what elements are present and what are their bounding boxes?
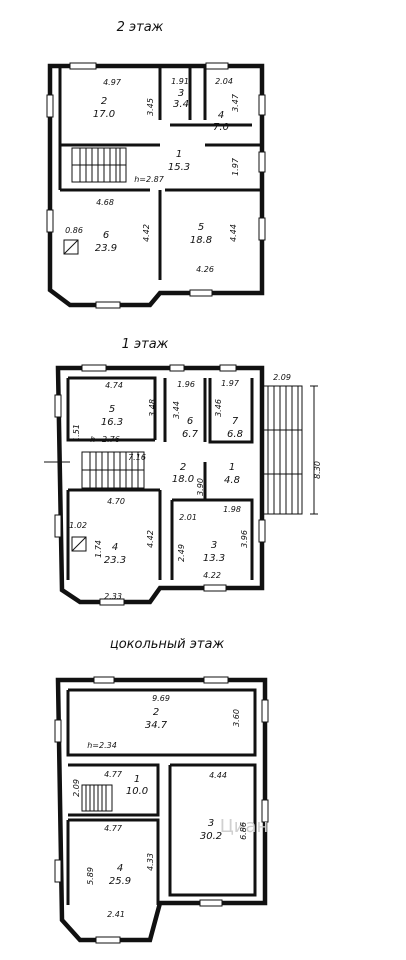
dimension-label: 4.68 [96,198,114,207]
basement-title: цокольный этаж [110,637,225,652]
dimension-label: 4.22 [203,571,221,580]
dimension-label: 1.96 [177,380,195,389]
room-number: 5 [198,222,204,233]
room-area: 6.8 [227,429,243,440]
room-area: 13.3 [203,553,225,564]
dimension-label: 3.60 [232,709,241,727]
dimension-label: 2.09 [72,779,81,797]
room-area: 25.9 [109,876,131,887]
dimension-label: 3.47 [231,93,240,112]
room-number: 4 [117,863,123,874]
room-area: 10.0 [126,786,148,797]
room-area: 7.0 [213,122,229,133]
room-area: 15.3 [168,162,190,173]
room-area: 16.3 [101,417,123,428]
floor1-plan [44,364,318,606]
dimension-label: 3.48 [148,399,157,417]
dimension-label: 1.74 [94,540,103,558]
dimension-label: 0.86 [65,226,83,235]
dimension-label: 1.97 [231,157,240,176]
dimension-label: 4.44 [229,224,238,242]
dimension-label: 2.09 [273,373,291,382]
ceiling-height-label: h=2.34 [87,741,117,750]
floor2-title: 2 этаж [117,20,164,35]
dimension-label: 1.97 [221,379,240,388]
room-area: 3.4 [173,99,189,110]
dimension-label: 2.49 [177,544,186,562]
room-number: 7 [232,416,239,427]
room-area: 17.0 [93,109,115,120]
dimension-label: 1.91 [171,77,189,86]
ceiling-height-label: h=2.76 [90,435,120,444]
room-number: 1 [134,774,140,785]
room-number: 1 [176,149,182,160]
dimension-label: 9.69 [152,694,170,703]
dimension-label: 4.97 [103,78,122,87]
dimension-label: 7.16 [128,453,146,462]
dimension-label: 3.44 [172,401,181,419]
room-number: 2 [101,96,107,107]
dimension-label: 4.33 [146,853,155,871]
dimension-label: 5.89 [86,867,95,885]
room-number: 6 [187,416,193,427]
dimension-label: 1.02 [69,521,87,530]
room-number: 6 [103,230,109,241]
dimension-label: 6.86 [239,822,248,840]
room-number: 3 [178,88,184,99]
room-number: 1 [229,462,235,473]
room-number: 2 [153,707,159,718]
dimension-label: 3.90 [196,478,205,496]
dimension-label: 4.42 [146,530,155,548]
ceiling-height-label: h=2.87 [134,175,164,184]
dimension-label: 1.51 [72,424,81,442]
room-area: 4.8 [224,475,240,486]
room-area: 23.3 [104,555,126,566]
dimension-label: 4.77 [104,824,123,833]
floor2-labels: 4.97 1.91 2.04 3.45 3.47 1.97 4.68 4.42 … [65,77,240,274]
dimension-label: 4.74 [105,381,123,390]
room-number: 4 [218,110,224,121]
room-area: 18.8 [190,235,212,246]
dimension-label: 3.96 [240,530,249,548]
basement-labels: 9.69 3.60 h=2.34 4.77 4.44 2.09 4.77 6.8… [72,694,248,919]
dimension-label: 4.70 [107,497,125,506]
watermark-text: Циан [220,816,268,837]
room-number: 4 [112,542,118,553]
dimension-label: 3.45 [146,98,155,116]
basement-plan: Циан [54,676,269,944]
room-number: 3 [208,818,214,829]
room-number: 2 [180,462,186,473]
room-area: 23.9 [95,243,117,254]
room-area: 6.7 [182,429,199,440]
floor2-plan [46,62,266,309]
dimension-label: 2.01 [179,513,197,522]
dimension-label: 4.42 [142,224,151,242]
dimension-label: 2.33 [104,592,122,601]
dimension-label: 4.26 [196,265,214,274]
room-number: 5 [109,404,115,415]
room-area: 18.0 [172,474,194,485]
dimension-label: 2.41 [107,910,125,919]
room-area: 30.2 [200,831,222,842]
dimension-label: 3.46 [214,399,223,417]
floor1-title: 1 этаж [122,337,169,352]
dimension-label: 1.98 [223,505,241,514]
dimension-label: 8.30 [313,461,322,479]
dimension-label: 2.04 [215,77,233,86]
floor1-labels: 4.74 1.96 1.97 2.09 3.48 3.44 3.46 1.51 … [69,373,322,601]
room-area: 34.7 [145,720,168,731]
room-number: 3 [211,540,217,551]
dimension-label: 4.77 [104,770,123,779]
dimension-label: 4.44 [209,771,227,780]
